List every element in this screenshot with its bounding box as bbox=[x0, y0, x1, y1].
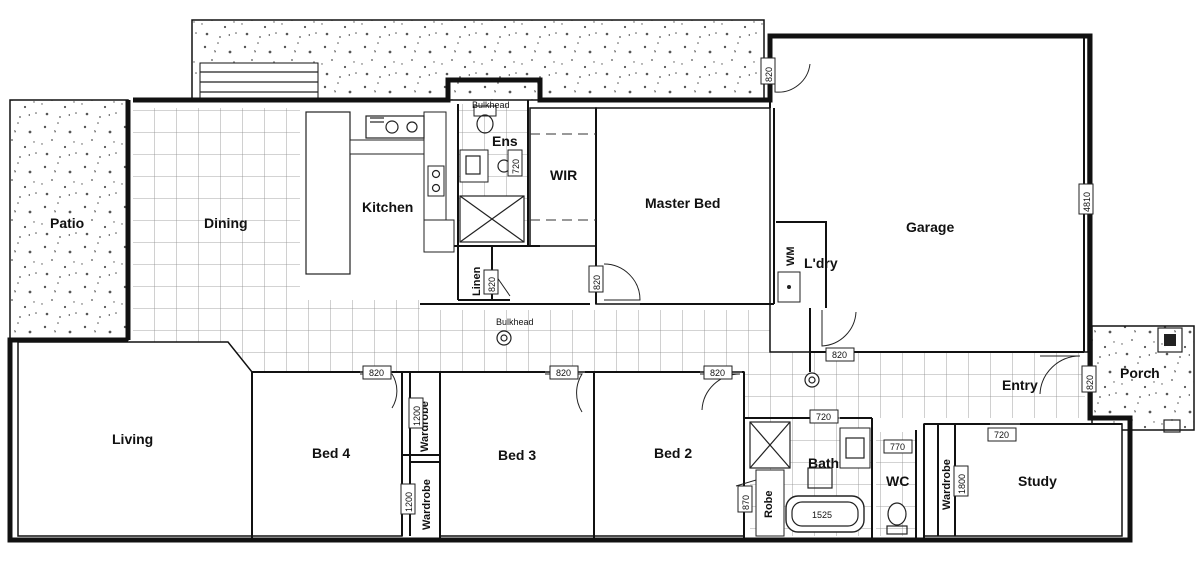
master-bed-label: Master Bed bbox=[645, 195, 720, 211]
garage-label: Garage bbox=[906, 219, 954, 235]
bed4-room bbox=[251, 371, 403, 537]
room-labels: Patio Dining Kitchen Ens WIR Master Bed … bbox=[50, 100, 1160, 530]
dim-bed4-wardrobe-upper: 1200 bbox=[412, 406, 422, 426]
dim-study-wardrobe: 1800 bbox=[957, 474, 967, 494]
dim-ens-door: 720 bbox=[511, 159, 521, 174]
dining-label: Dining bbox=[204, 215, 248, 231]
wm-label: WM bbox=[785, 246, 797, 266]
wc-label: WC bbox=[886, 473, 909, 489]
pantry bbox=[423, 219, 455, 253]
entry-hall-tiles bbox=[745, 350, 1085, 418]
porch-label: Porch bbox=[1120, 365, 1160, 381]
dim-bathtub: 1525 bbox=[812, 510, 832, 520]
garage-room bbox=[769, 35, 1089, 353]
bath-label: Bath bbox=[808, 455, 839, 471]
bed2-label: Bed 2 bbox=[654, 445, 692, 461]
carpet-rooms bbox=[17, 35, 1123, 537]
ensuite-fittings bbox=[459, 105, 596, 243]
linen-label: Linen bbox=[471, 266, 483, 296]
living-dining-tiles bbox=[133, 108, 810, 372]
entry-light-icon bbox=[804, 372, 820, 388]
kitchen-label: Kitchen bbox=[362, 199, 413, 215]
patio-paving bbox=[9, 99, 129, 341]
wardrobe-study-label: Wardrobe bbox=[941, 459, 953, 510]
bed3-room bbox=[439, 371, 595, 537]
dimension-tags: 820 4810 720 820 820 820 820 820 820 720… bbox=[362, 57, 1097, 520]
robe-label: Robe bbox=[763, 491, 775, 519]
wc-toilet-icon bbox=[887, 502, 907, 526]
light-fittings bbox=[496, 330, 820, 388]
sink-icon bbox=[365, 115, 425, 139]
dim-robe: 870 bbox=[741, 495, 751, 510]
bathtub-icon bbox=[785, 495, 865, 533]
kitchen-island bbox=[305, 111, 351, 275]
porch-paving bbox=[1091, 325, 1195, 431]
patio-label: Patio bbox=[50, 215, 84, 231]
living-label: Living bbox=[112, 431, 153, 447]
dim-wc-door: 770 bbox=[890, 442, 905, 452]
ens-label: Ens bbox=[492, 133, 518, 149]
dim-bath-door: 720 bbox=[816, 412, 831, 422]
walls bbox=[7, 33, 1133, 543]
bath-vanity bbox=[839, 427, 871, 469]
ldry-label: L'dry bbox=[804, 255, 838, 271]
wir-label: WIR bbox=[550, 167, 577, 183]
dim-bed3-door: 820 bbox=[556, 368, 571, 378]
laundry-fittings bbox=[777, 271, 1183, 433]
dim-garage-entry-door: 820 bbox=[832, 350, 847, 360]
bathroom-fittings bbox=[749, 421, 908, 537]
bed3-label: Bed 3 bbox=[498, 447, 536, 463]
ens-toilet-icon bbox=[473, 105, 497, 117]
dim-bed2-door: 820 bbox=[710, 368, 725, 378]
kitchen-bench bbox=[349, 139, 431, 155]
dim-linen-door: 820 bbox=[487, 277, 497, 292]
dim-bed4-wardrobe-lower: 1200 bbox=[404, 492, 414, 512]
dim-study-door: 720 bbox=[994, 430, 1009, 440]
paved-areas bbox=[9, 19, 1195, 431]
dim-living-door: 820 bbox=[369, 368, 384, 378]
study-label: Study bbox=[1018, 473, 1057, 489]
dim-garage-depth: 4810 bbox=[1082, 192, 1092, 212]
ens-vanity bbox=[459, 149, 489, 183]
dim-porch-door: 820 bbox=[1085, 375, 1095, 390]
entry-label: Entry bbox=[1002, 377, 1038, 393]
bulkhead-ens-label: Bulkhead bbox=[472, 100, 510, 110]
wardrobe-bed4-lower-label: Wardrobe bbox=[421, 479, 433, 530]
kitchen-fittings bbox=[305, 111, 455, 275]
wir-room bbox=[529, 107, 597, 247]
bed4-label: Bed 4 bbox=[312, 445, 350, 461]
robe-unit bbox=[755, 469, 785, 537]
hall-light-icon bbox=[496, 330, 512, 346]
bulkhead-hall-label: Bulkhead bbox=[496, 317, 534, 327]
dim-garage-side-door: 820 bbox=[764, 67, 774, 82]
dim-master-door: 820 bbox=[592, 275, 602, 290]
